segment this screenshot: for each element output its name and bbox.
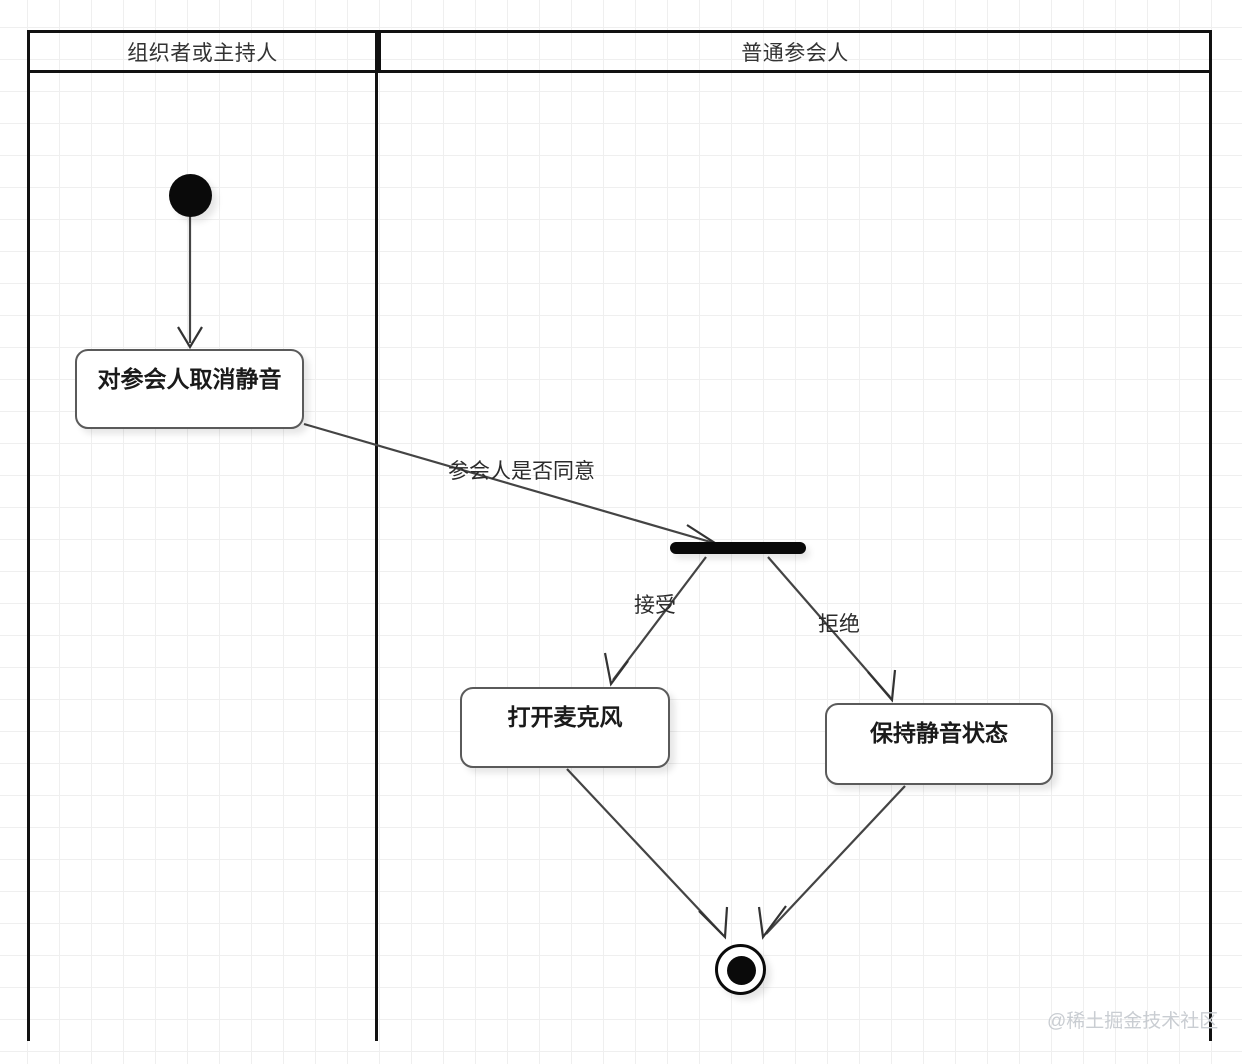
activity-node-keep-muted[interactable]: 保持静音状态 (825, 703, 1053, 785)
activity-node-keep-muted-label: 保持静音状态 (870, 720, 1008, 746)
activity-node-unmute-label: 对参会人取消静音 (97, 366, 282, 392)
edge-label-consent: 参会人是否同意 (448, 460, 595, 483)
edge-label-accept: 接受 (634, 594, 676, 617)
edge-label-reject: 拒绝 (818, 613, 860, 636)
lane-header-participant: 普通参会人 (378, 30, 1212, 73)
lane-border-left (27, 73, 30, 1041)
activity-node-open-mic[interactable]: 打开麦克风 (460, 687, 670, 768)
lane-header-organizer: 组织者或主持人 (27, 30, 378, 73)
arrowhead-keepmuted-to-end (757, 905, 787, 940)
arrowhead-openmic-to-end (698, 906, 729, 940)
fork-bar[interactable] (670, 542, 806, 554)
initial-node[interactable] (169, 174, 212, 217)
final-node-core (727, 956, 756, 985)
lane-border-right (1209, 73, 1212, 1041)
activity-node-open-mic-label: 打开麦克风 (507, 704, 623, 730)
arrowhead-fork-to-openmic (603, 652, 629, 687)
lane-divider-middle (375, 73, 378, 1041)
edge-openmic-to-end (566, 768, 723, 935)
lane-header-organizer-label: 组织者或主持人 (127, 41, 278, 65)
arrowhead-start-to-unmute (177, 326, 203, 350)
lane-header-participant-label: 普通参会人 (741, 41, 849, 65)
watermark: @稀土掘金技术社区 (1047, 1011, 1219, 1032)
arrowhead-fork-to-keepmuted (867, 669, 897, 703)
final-node[interactable] (715, 944, 766, 995)
edge-keepmuted-to-end (765, 785, 906, 935)
activity-node-unmute[interactable]: 对参会人取消静音 (75, 349, 304, 429)
